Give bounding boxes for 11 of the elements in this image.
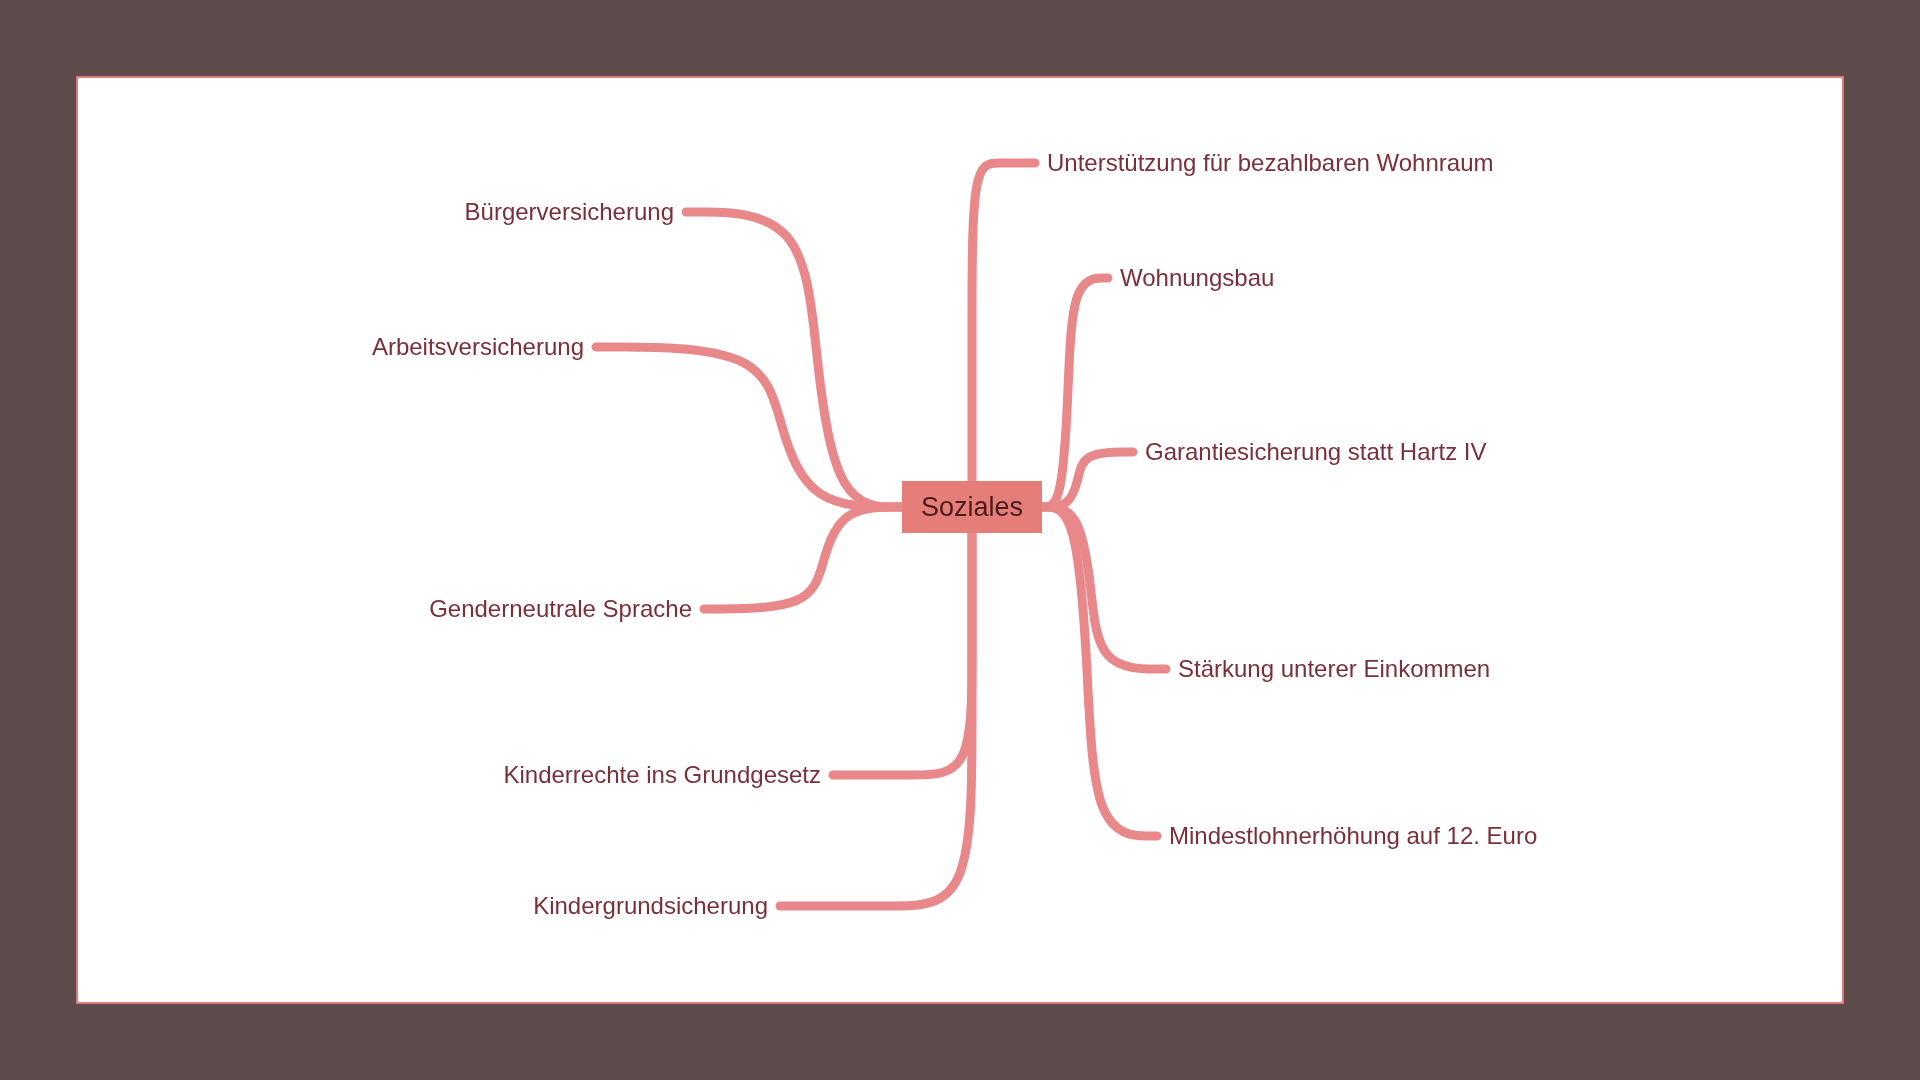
branch-label: Kinderrechte ins Grundgesetz: [503, 760, 829, 790]
branch-label: Garantiesicherung statt Hartz IV: [1137, 437, 1487, 467]
branch-label: Wohnungsbau: [1112, 263, 1275, 293]
central-topic-box: Soziales: [902, 481, 1042, 533]
branch-label: Stärkung unterer Einkommen: [1170, 654, 1491, 684]
branch-label: Arbeitsversicherung: [371, 332, 592, 362]
branch-label: Bürgerversicherung: [464, 197, 682, 227]
branch-label: Mindestlohnerhöhung auf 12. Euro: [1161, 821, 1538, 851]
branch-label: Genderneutrale Sprache: [429, 594, 700, 624]
branch-label: Unterstützung für bezahlbaren Wohnraum: [1039, 148, 1494, 178]
branch-label: Kindergrundsicherung: [533, 891, 776, 921]
